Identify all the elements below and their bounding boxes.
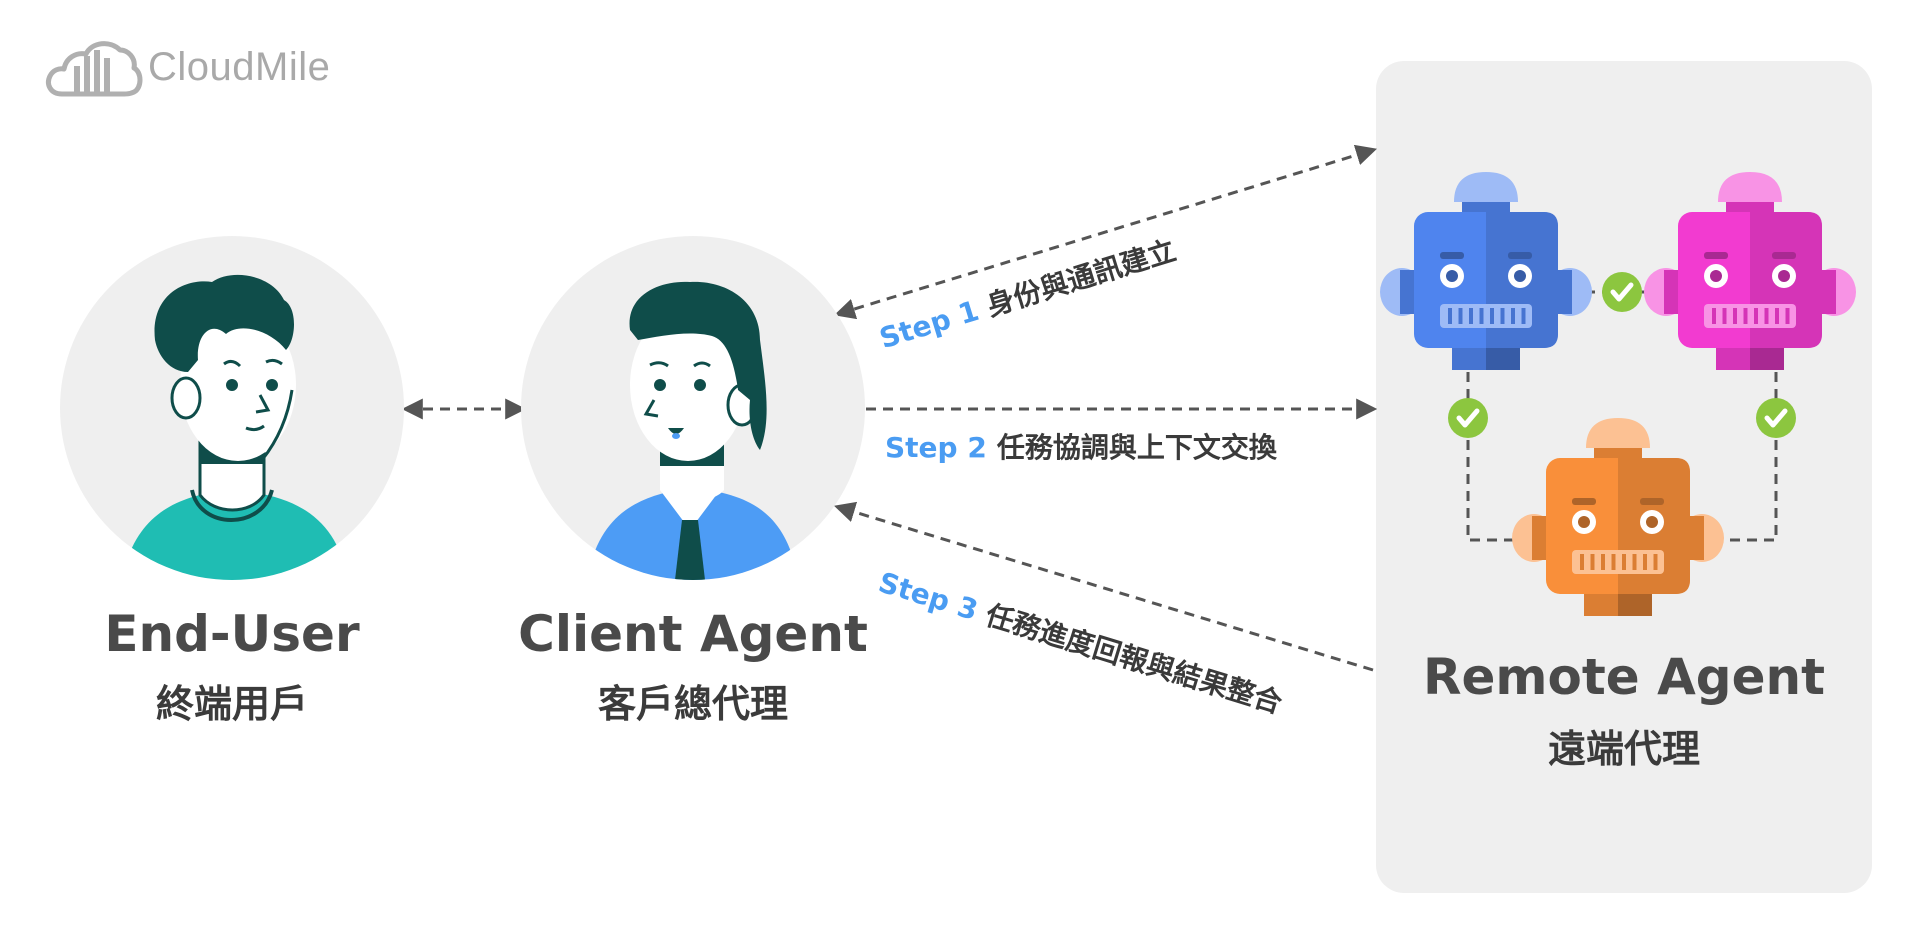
step2-text: 任務協調與上下文交換: [996, 431, 1277, 464]
client-agent-avatar: [521, 236, 865, 580]
check-icon: [1756, 398, 1796, 438]
step3-connector: [833, 501, 1374, 672]
check-icon: [1448, 398, 1488, 438]
brand-name: CloudMile: [148, 44, 331, 89]
robot-blue-icon: [1380, 172, 1592, 370]
check-icon: [1602, 272, 1642, 312]
end-user-title: End-User: [104, 605, 360, 663]
cloud-building-icon: [46, 41, 143, 97]
client-agent-subtitle: 客戶總代理: [597, 682, 788, 726]
end-user-avatar: [60, 236, 404, 580]
robot-pink-icon: [1644, 172, 1856, 370]
step2-label: Step 2 任務協調與上下文交換: [885, 426, 1277, 466]
step1-connector: [833, 144, 1378, 320]
robot-orange-icon: [1512, 418, 1724, 616]
step2-number: Step 2: [885, 431, 987, 464]
remote-agent-subtitle: 遠端代理: [1547, 727, 1700, 771]
remote-agent-title: Remote Agent: [1423, 648, 1825, 706]
client-agent-title: Client Agent: [518, 605, 868, 663]
end-user-subtitle: 終端用戶: [155, 682, 308, 726]
brand-logo: CloudMile: [44, 36, 330, 98]
